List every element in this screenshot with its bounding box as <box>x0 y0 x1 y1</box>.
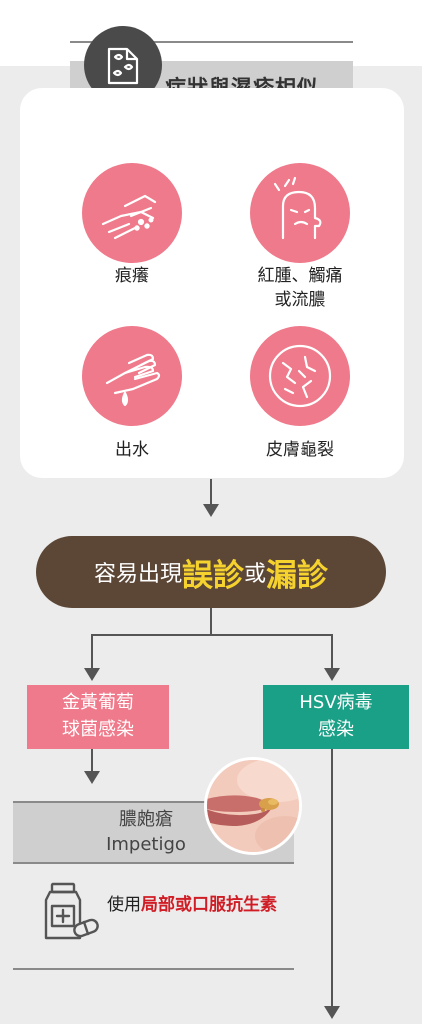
connector-right-head <box>324 668 340 681</box>
impetigo-name-zh: 膿皰瘡 <box>119 809 173 830</box>
arrow-hsv-down <box>331 749 333 1007</box>
symptoms-card <box>20 88 404 478</box>
connector-right <box>331 634 333 670</box>
staph-line2: 球菌感染 <box>62 719 134 740</box>
cracked-skin-icon <box>250 326 350 426</box>
arrow-hsv-down-head <box>324 1006 340 1019</box>
treatment-highlight: 局部或口服抗生素 <box>141 895 277 915</box>
misdiagnosis-callout: 容易出現 誤診 或 漏診 <box>36 536 386 608</box>
impetigo-bottom-line <box>13 862 294 864</box>
arrow-card-to-callout <box>210 479 212 505</box>
impetigo-name-en: Impetigo <box>106 834 186 855</box>
hsv-line1: HSV病毒 <box>299 692 373 713</box>
oozing-hand-icon <box>82 326 182 426</box>
header-top-line <box>70 41 353 43</box>
arrow-to-impetigo <box>91 749 93 773</box>
medicine-bottle-icon <box>38 880 102 944</box>
connector-down <box>210 608 212 635</box>
arrow-to-impetigo-head <box>84 771 100 784</box>
hsv-infection-box: HSV病毒 感染 <box>263 685 409 749</box>
treatment-prefix: 使用 <box>107 895 141 915</box>
staph-line1: 金黃葡萄 <box>62 692 134 713</box>
scratching-hand-icon <box>82 163 182 263</box>
staph-infection-box: 金黃葡萄 球菌感染 <box>27 685 169 749</box>
hsv-line2: 感染 <box>318 719 354 740</box>
treatment-bottom-line <box>13 968 294 970</box>
callout-middle: 或 <box>244 562 267 587</box>
symptom-label-swelling: 紅腫、觸痛 或流膿 <box>228 264 372 312</box>
callout-prefix: 容易出現 <box>93 562 182 587</box>
connector-left <box>91 634 93 670</box>
connector-left-head <box>84 668 100 681</box>
symptom-label-swelling-line2: 或流膿 <box>274 290 326 310</box>
impetigo-label: 膿皰瘡 Impetigo <box>86 807 206 857</box>
arrow-card-to-callout-head <box>203 504 219 517</box>
connector-horizontal <box>91 634 333 636</box>
impetigo-top-line <box>13 801 294 803</box>
callout-highlight-1: 誤診 <box>182 557 244 594</box>
symptom-label-ooze: 出水 <box>115 440 149 460</box>
callout-highlight-2: 漏診 <box>266 557 329 594</box>
symptom-label-itch: 痕癢 <box>115 266 149 286</box>
symptom-label-swelling-line1: 紅腫、觸痛 <box>257 266 343 286</box>
symptom-label-cracking: 皮膚龜裂 <box>266 440 334 460</box>
swollen-face-icon <box>250 163 350 263</box>
treatment-text: 使用局部或口服抗生素 <box>107 893 297 918</box>
impetigo-lip-photo <box>204 757 302 855</box>
